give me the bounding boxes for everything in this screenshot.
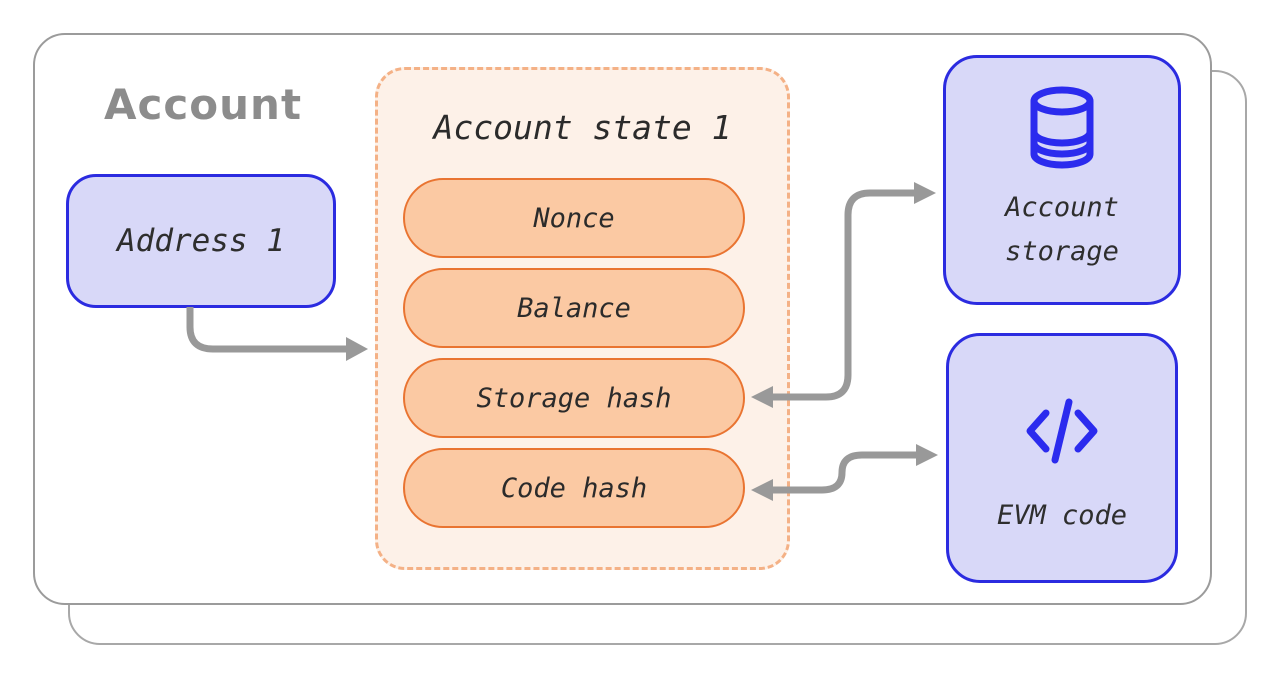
account-state-title: Account state 1 (433, 108, 732, 147)
code-hash-pill: Code hash (403, 448, 745, 528)
address-label: Address 1 (117, 223, 285, 259)
database-icon (946, 86, 1178, 170)
evm-code-label: EVM code (996, 500, 1128, 531)
code-icon (949, 394, 1175, 468)
nonce-label: Nonce (533, 202, 615, 234)
account-storage-label: Account storage (1005, 192, 1119, 267)
nonce-pill: Nonce (403, 178, 745, 258)
balance-pill: Balance (403, 268, 745, 348)
storage-hash-pill: Storage hash (403, 358, 745, 438)
account-storage-box: Account storage (943, 55, 1181, 305)
address-box: Address 1 (66, 174, 336, 308)
evm-code-box: EVM code (946, 333, 1178, 583)
code-hash-label: Code hash (500, 472, 648, 504)
storage-hash-label: Storage hash (476, 382, 672, 414)
account-state-box: Account state 1 Nonce Balance Storage ha… (375, 67, 790, 570)
account-heading: Account (104, 80, 303, 129)
balance-label: Balance (517, 292, 631, 324)
